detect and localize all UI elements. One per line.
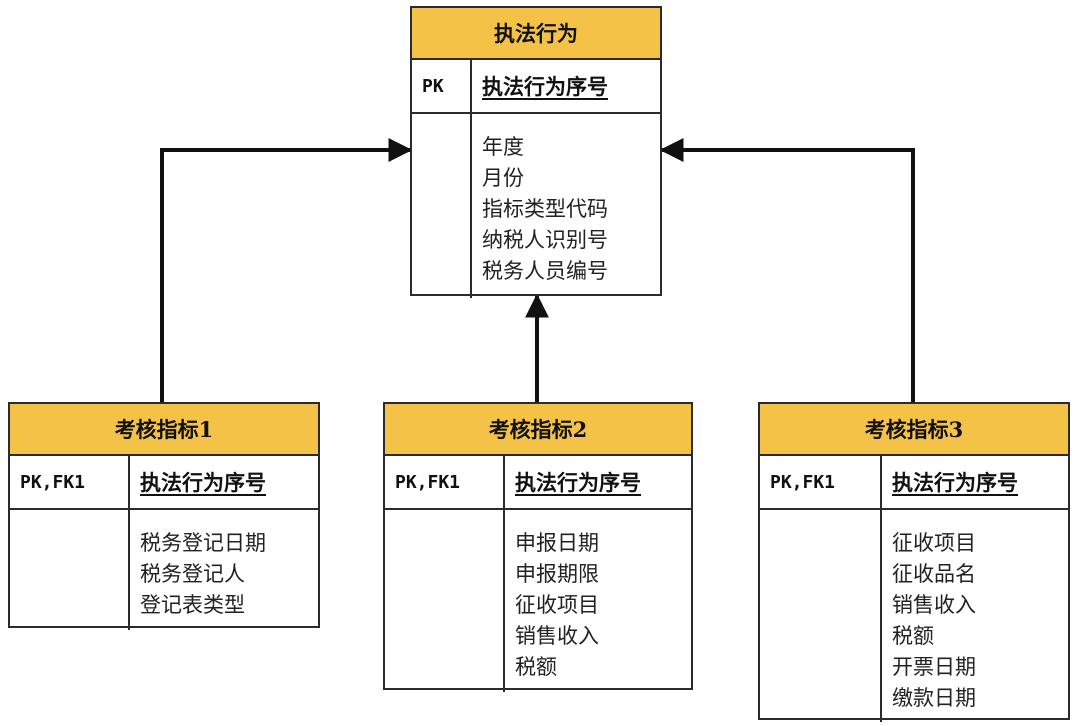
entity-title: 考核指标2: [385, 404, 691, 456]
primary-key-row: PK,FK1 执法行为序号: [385, 456, 691, 510]
pk-label: PK,FK1: [10, 456, 130, 508]
entity-assessment-indicator-2: 考核指标2 PK,FK1 执法行为序号 申报日期 申报期限 征收项目 销售收入 …: [383, 402, 693, 692]
attribute-key-column: [760, 510, 882, 722]
connector-child3-to-root: [659, 138, 915, 402]
attribute-item: 申报日期: [515, 531, 599, 555]
entity-assessment-indicator-3: 考核指标3 PK,FK1 执法行为序号 征收项目 征收品名 销售收入 税额 开票…: [758, 402, 1070, 722]
attribute-list: 年度 月份 指标类型代码 纳税人识别号 税务人员编号: [472, 114, 608, 298]
primary-key-row: PK,FK1 执法行为序号: [10, 456, 318, 510]
attribute-item: 征收项目: [515, 593, 599, 617]
attribute-item: 登记表类型: [140, 593, 245, 617]
attribute-item: 申报期限: [515, 562, 599, 586]
attribute-item: 年度: [482, 135, 524, 159]
attribute-list: 税务登记日期 税务登记人 登记表类型: [130, 510, 266, 630]
pk-label: PK: [412, 60, 472, 112]
pk-label: PK,FK1: [385, 456, 505, 508]
entity-assessment-indicator-1: 考核指标1 PK,FK1 执法行为序号 税务登记日期 税务登记人 登记表类型: [8, 402, 320, 630]
attribute-list: 征收项目 征收品名 销售收入 税额 开票日期 缴款日期: [882, 510, 976, 722]
attribute-item: 指标类型代码: [482, 197, 608, 221]
attribute-item: 税额: [892, 624, 934, 648]
attribute-item: 税务登记日期: [140, 531, 266, 555]
entity-title: 考核指标3: [760, 404, 1068, 456]
attribute-item: 纳税人识别号: [482, 228, 608, 252]
attribute-section: 申报日期 申报期限 征收项目 销售收入 税额: [385, 510, 691, 692]
primary-key-row: PK 执法行为序号: [412, 60, 660, 114]
attribute-item: 月份: [482, 166, 524, 190]
entity-title: 考核指标1: [10, 404, 318, 456]
attribute-item: 缴款日期: [892, 686, 976, 710]
attribute-key-column: [385, 510, 505, 692]
pk-field: 执法行为序号: [140, 470, 266, 495]
attribute-key-column: [10, 510, 130, 630]
attribute-item: 征收项目: [892, 531, 976, 555]
attribute-item: 税额: [515, 655, 557, 679]
entity-title: 执法行为: [412, 8, 660, 60]
attribute-item: 销售收入: [892, 593, 976, 617]
pk-label: PK,FK1: [760, 456, 882, 508]
attribute-item: 税务人员编号: [482, 259, 608, 283]
connector-child1-to-root: [160, 138, 413, 402]
pk-field: 执法行为序号: [515, 470, 641, 495]
attribute-item: 征收品名: [892, 562, 976, 586]
attribute-section: 税务登记日期 税务登记人 登记表类型: [10, 510, 318, 630]
attribute-key-column: [412, 114, 472, 298]
attribute-item: 开票日期: [892, 655, 976, 679]
primary-key-row: PK,FK1 执法行为序号: [760, 456, 1068, 510]
attribute-list: 申报日期 申报期限 征收项目 销售收入 税额: [505, 510, 599, 692]
attribute-section: 征收项目 征收品名 销售收入 税额 开票日期 缴款日期: [760, 510, 1068, 722]
pk-field: 执法行为序号: [892, 470, 1018, 495]
attribute-section: 年度 月份 指标类型代码 纳税人识别号 税务人员编号: [412, 114, 660, 298]
attribute-item: 税务登记人: [140, 562, 245, 586]
attribute-item: 销售收入: [515, 624, 599, 648]
pk-field: 执法行为序号: [482, 74, 608, 99]
entity-enforcement-action: 执法行为 PK 执法行为序号 年度 月份 指标类型代码 纳税人识别号 税务人员编…: [410, 6, 662, 298]
